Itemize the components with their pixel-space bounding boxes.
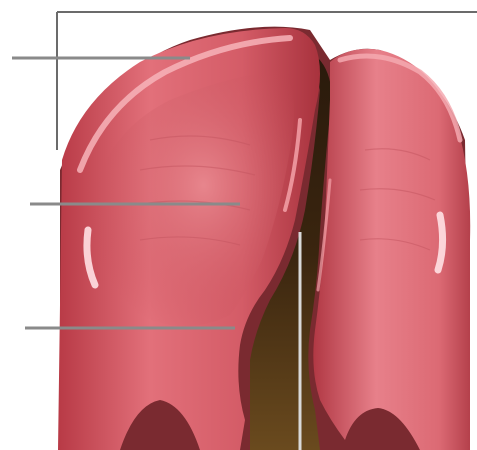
- right-vocal-fold: [313, 49, 470, 450]
